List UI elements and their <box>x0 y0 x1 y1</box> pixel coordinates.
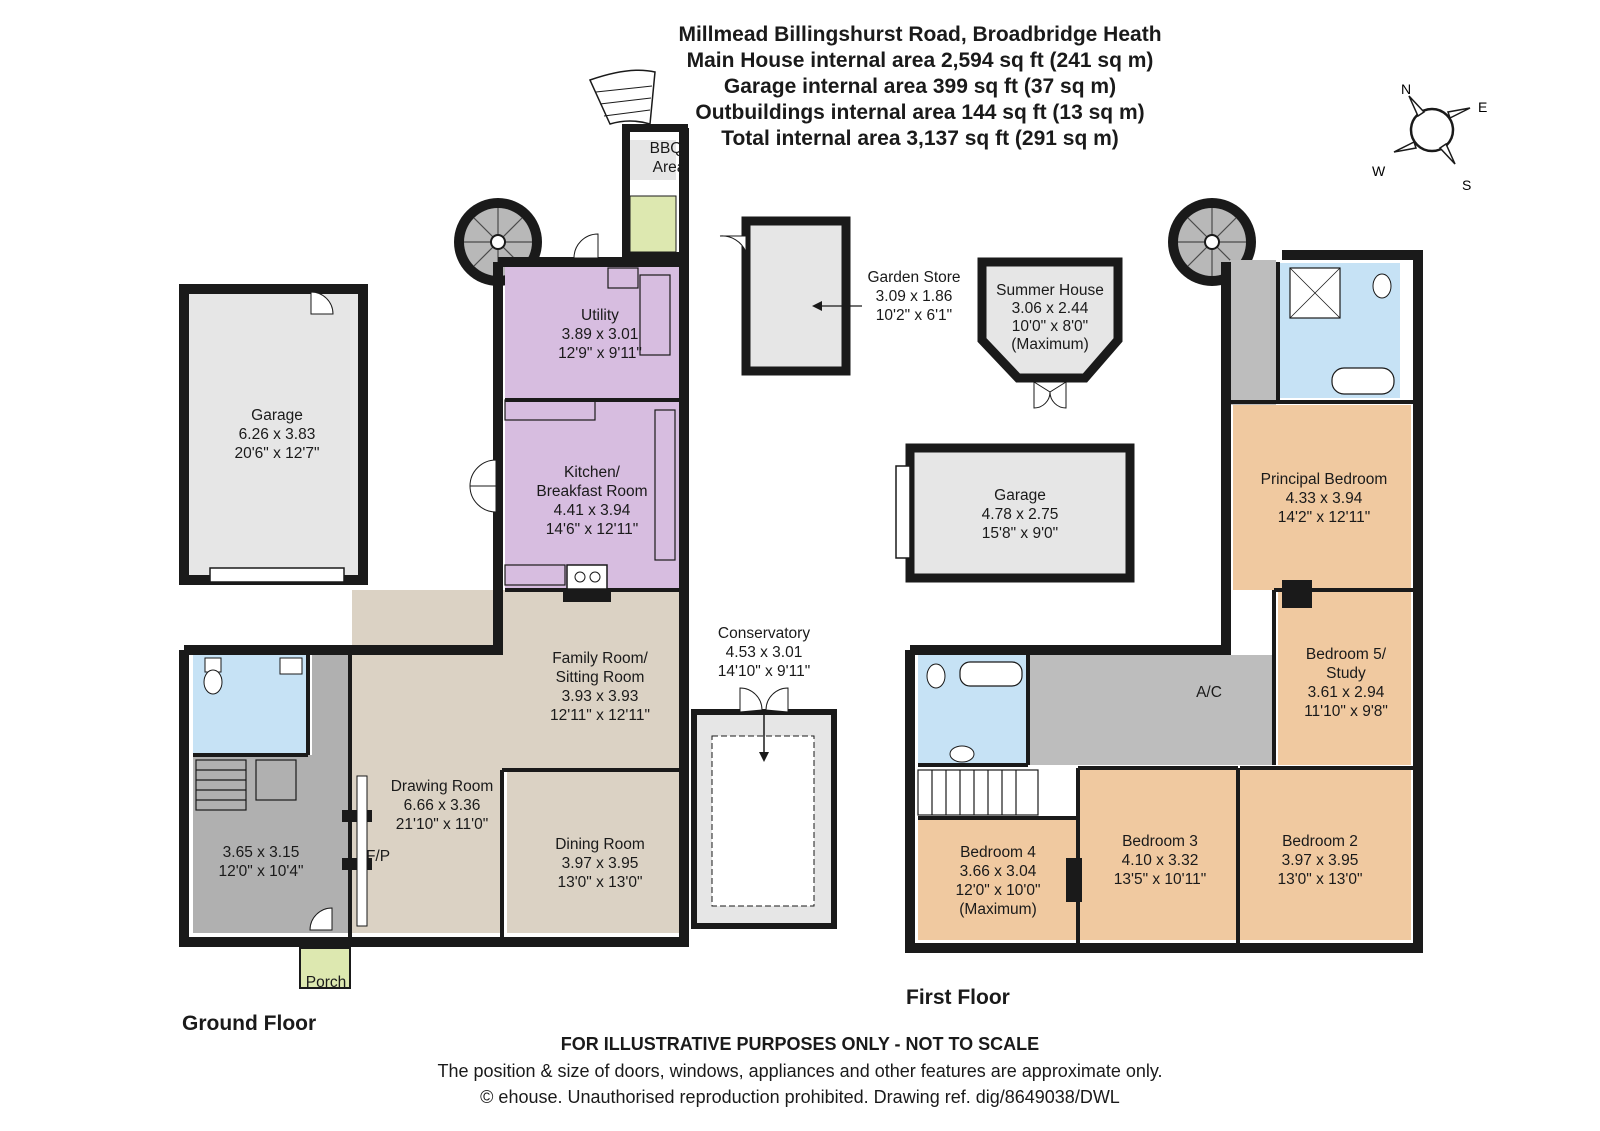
outside-area <box>629 195 677 253</box>
room-garden-store <box>741 216 851 376</box>
room-kitchen <box>505 400 680 590</box>
copyright-note: © ehouse. Unauthorised reproduction proh… <box>480 1087 1120 1107</box>
room-principal-bedroom <box>1233 405 1411 590</box>
landing <box>1230 260 1276 405</box>
room-bedroom-4 <box>918 818 1078 940</box>
ground-floor-label: Ground Floor <box>182 1012 317 1035</box>
garage-door-icon <box>209 567 345 583</box>
outbuildings-area: Outbuildings internal area 144 sq ft (13… <box>695 101 1145 124</box>
room-bedroom-5 <box>1278 592 1411 765</box>
disclaimer-note: The position & size of doors, windows, a… <box>437 1061 1163 1081</box>
fireplace-label: F/P <box>366 848 390 865</box>
compass-w-label: W <box>1372 163 1386 179</box>
room-hall-ground <box>193 755 348 933</box>
porch-label: Porch <box>306 974 347 991</box>
porch <box>299 947 351 989</box>
ac-label: A/C <box>1196 684 1222 701</box>
bath-icon <box>959 661 1023 687</box>
door-swing-icon <box>310 291 334 315</box>
first-floor-label: First Floor <box>906 986 1010 1009</box>
compass-e-label: E <box>1478 99 1487 115</box>
disclaimer: FOR ILLUSTRATIVE PURPOSES ONLY - NOT TO … <box>560 1034 1040 1054</box>
outside-steps-icon <box>588 69 656 125</box>
room-drawing <box>352 650 502 933</box>
total-area: Total internal area 3,137 sq ft (291 sq … <box>721 127 1119 150</box>
hob-icon <box>566 564 608 590</box>
garage-area: Garage internal area 399 sq ft (37 sq m) <box>723 75 1117 98</box>
plan-title: Millmead Billingshurst Road, Broadbridge… <box>678 23 1162 46</box>
room-utility <box>505 265 680 400</box>
room-bedroom-3 <box>1080 768 1238 940</box>
room-summer-house <box>977 257 1123 383</box>
compass-icon: N E S W <box>1372 81 1487 193</box>
compass-s-label: S <box>1462 177 1471 193</box>
main-house-area: Main House internal area 2,594 sq ft (24… <box>686 49 1154 72</box>
room-dining <box>507 770 680 933</box>
bbq-area <box>630 140 676 180</box>
room-bedroom-2 <box>1240 768 1411 940</box>
compass-n-label: N <box>1401 81 1411 97</box>
